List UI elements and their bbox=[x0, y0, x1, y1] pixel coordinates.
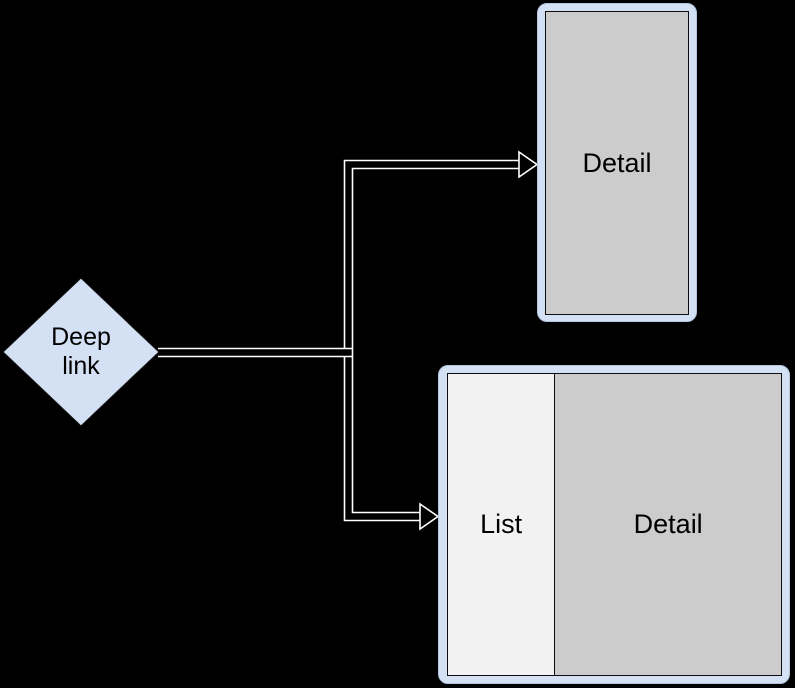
pane-section-detail: Detail bbox=[555, 374, 781, 675]
diamond-shape-icon bbox=[2, 277, 160, 427]
edge-deep-link-to-list-detail bbox=[343, 356, 420, 522]
pane-section-detail: Detail bbox=[546, 12, 688, 314]
edge-deep-link-to-detail bbox=[343, 159, 519, 357]
pane-section-list: List bbox=[448, 374, 556, 675]
edge-trunk bbox=[158, 347, 353, 358]
node-deep-link-label: Deep link bbox=[51, 322, 111, 381]
node-list-detail-pane[interactable]: List Detail bbox=[447, 373, 782, 676]
arrowhead-to-list-detail bbox=[419, 502, 440, 531]
arrowhead-to-detail bbox=[518, 150, 539, 179]
node-deep-link[interactable]: Deep link bbox=[2, 277, 160, 427]
node-detail-pane[interactable]: Detail bbox=[545, 11, 689, 315]
